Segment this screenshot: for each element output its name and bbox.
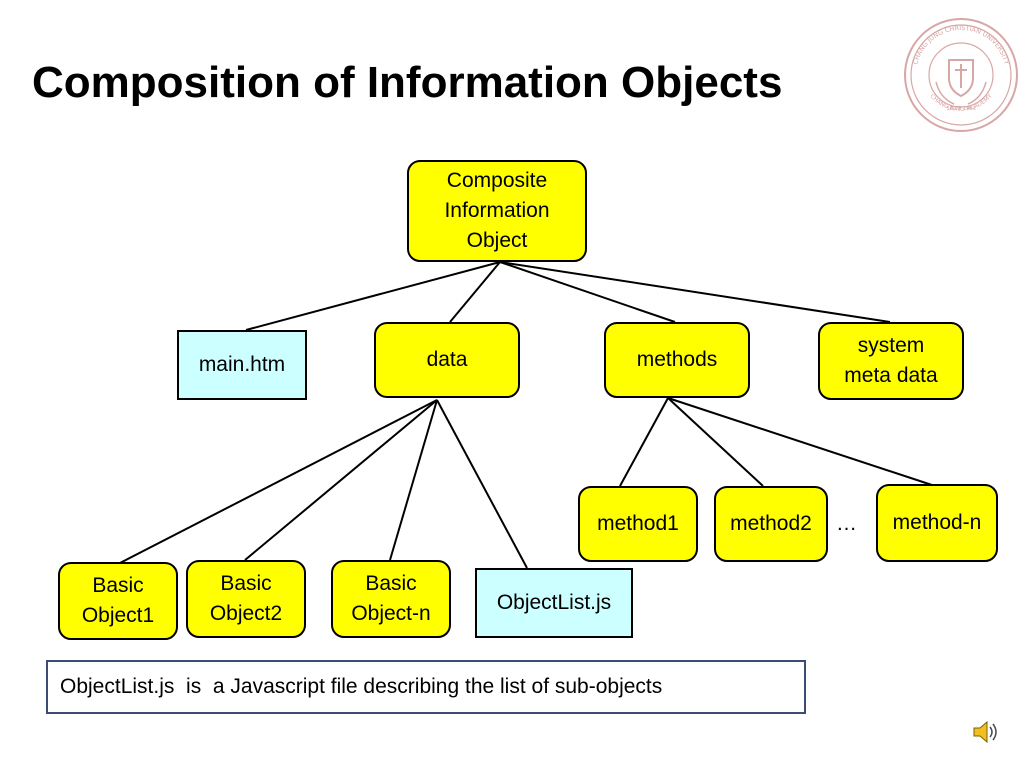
methods-node: methods [604,322,750,398]
edge-data-objectlist [436,399,528,569]
objectlist-note-box: ObjectList.js is a Javascript file descr… [46,660,806,714]
objectlist-js-node: ObjectList.js [475,568,633,638]
edge-methods-methodn [667,397,936,487]
seal-since-text: SINCE 1993 [946,106,975,112]
university-seal-logo: CHANG JUNG CHRISTIAN UNIVERSITY CHANG JU… [904,18,1018,132]
method-n-node: method-n [876,484,998,562]
edge-data-basic2 [244,399,438,561]
edge-data-basicn [389,399,438,561]
composite-information-object-node: Composite Information Object [407,160,587,262]
system-meta-data-node: system meta data [818,322,964,400]
methods-ellipsis: … [836,512,857,535]
edge-composite-methods [499,261,676,323]
edge-composite-main [245,261,501,331]
edge-data-basic1 [119,399,438,564]
main-htm-node: main.htm [177,330,307,400]
data-node: data [374,322,520,398]
speaker-icon[interactable] [972,718,998,746]
edge-methods-method2 [667,397,764,487]
basic-object2-node: Basic Object2 [186,560,306,638]
method2-node: method2 [714,486,828,562]
edge-composite-data [449,261,501,323]
slide-title: Composition of Information Objects [32,58,783,107]
edge-composite-system [499,261,891,323]
edge-methods-method1 [619,397,669,487]
method1-node: method1 [578,486,698,562]
basic-object-n-node: Basic Object-n [331,560,451,638]
basic-object1-node: Basic Object1 [58,562,178,640]
